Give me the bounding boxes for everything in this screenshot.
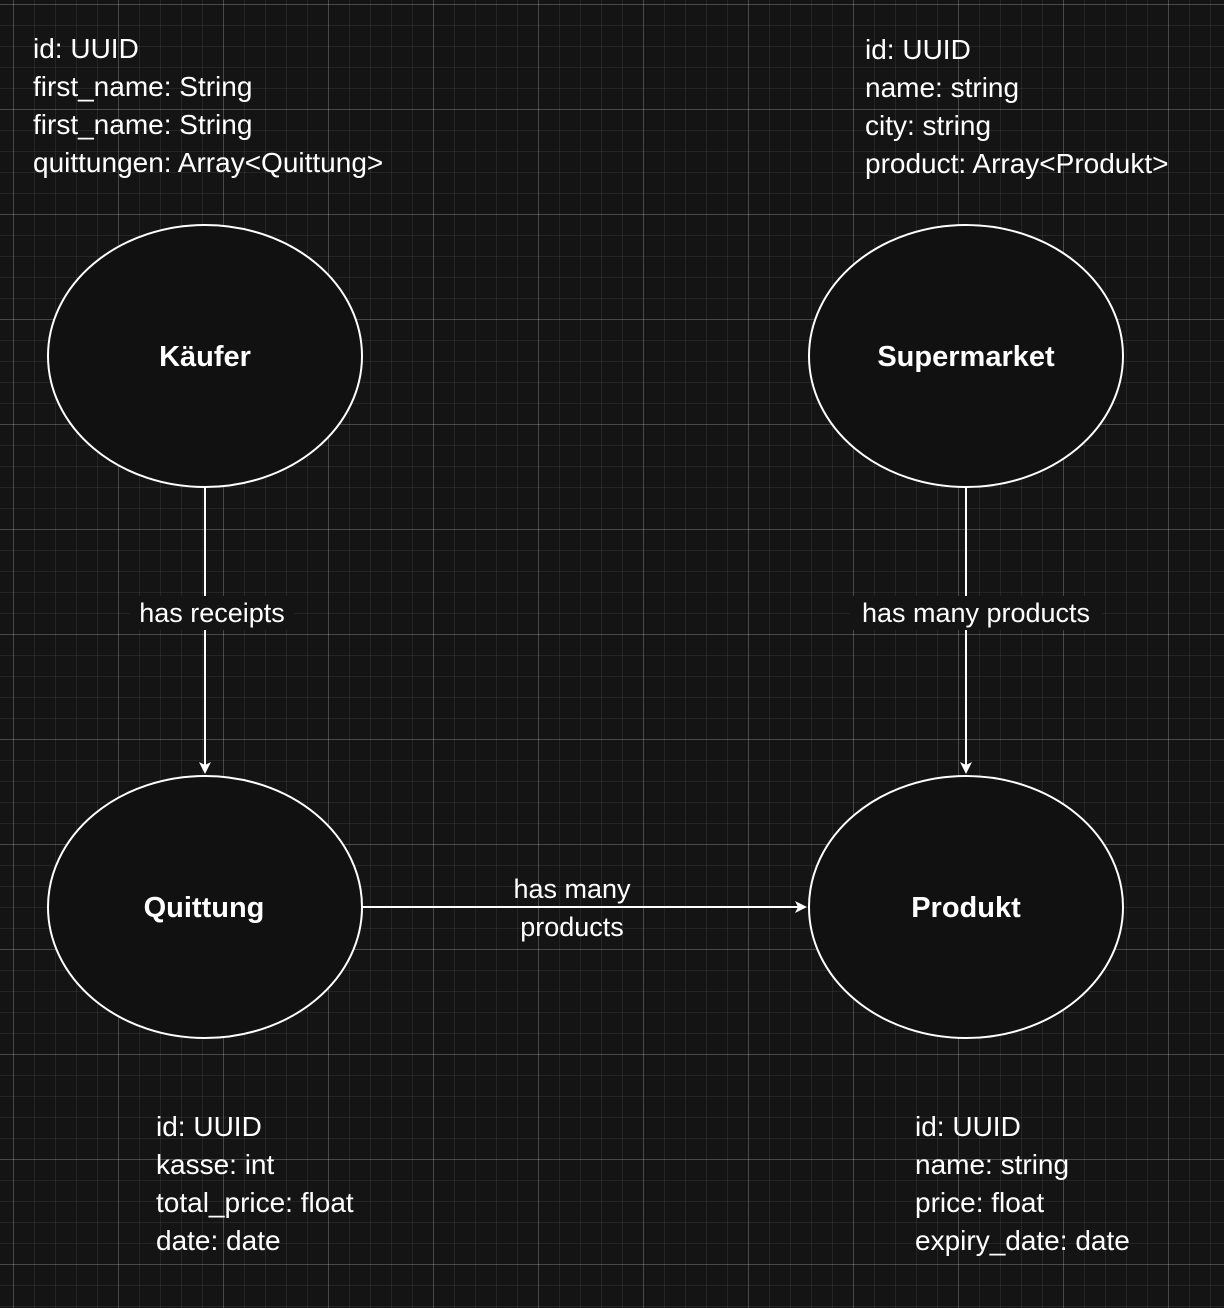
- node-label-supermarket: Supermarket: [877, 341, 1055, 373]
- node-quittung[interactable]: Quittung: [47, 775, 363, 1039]
- edge-label-has-many-products: has many products: [862, 598, 1090, 628]
- attribute-line: first_name: String: [33, 109, 253, 140]
- edge-label-products-line2: products: [520, 912, 624, 942]
- attribute-line: total_price: float: [156, 1187, 354, 1218]
- attribute-line: id: UUID: [915, 1111, 1021, 1142]
- attribute-line: first_name: String: [33, 71, 253, 102]
- edge-label-has-many-line1: has many: [513, 874, 631, 904]
- attribute-line: name: string: [915, 1149, 1070, 1180]
- attribute-line: id: UUID: [865, 34, 971, 65]
- node-ellipse: [808, 224, 1124, 488]
- node-ellipse: [47, 775, 363, 1039]
- edge-quittung-to-produkt[interactable]: has many products: [362, 874, 807, 942]
- edge-supermarket-to-produkt[interactable]: has many products: [850, 487, 1102, 774]
- attributes-kaeufer: id: UUID first_name: String first_name: …: [33, 30, 383, 182]
- attribute-line: quittungen: Array<Quittung>: [33, 147, 384, 178]
- node-produkt[interactable]: Produkt: [808, 775, 1124, 1039]
- node-label-kaeufer: Käufer: [159, 341, 251, 373]
- attribute-line: name: string: [865, 72, 1020, 103]
- attribute-line: expiry_date: date: [915, 1225, 1130, 1256]
- attributes-supermarket: id: UUID name: string city: string produ…: [865, 31, 1169, 183]
- attributes-quittung: id: UUID kasse: int total_price: float d…: [156, 1108, 354, 1260]
- attribute-line: id: UUID: [33, 33, 139, 64]
- edge-label-has-receipts: has receipts: [139, 598, 285, 628]
- node-label-quittung: Quittung: [144, 892, 265, 924]
- attribute-line: date: date: [156, 1225, 281, 1256]
- attribute-line: kasse: int: [156, 1149, 275, 1180]
- node-ellipse: [47, 224, 363, 488]
- node-supermarket[interactable]: Supermarket: [808, 224, 1124, 488]
- edge-label-background: [130, 596, 294, 630]
- attribute-line: city: string: [865, 110, 992, 141]
- node-kaeufer[interactable]: Käufer: [47, 224, 363, 488]
- attribute-line: product: Array<Produkt>: [865, 148, 1169, 179]
- attributes-produkt: id: UUID name: string price: float expir…: [915, 1108, 1130, 1260]
- attribute-line: price: float: [915, 1187, 1045, 1218]
- edge-kaeufer-to-quittung[interactable]: has receipts: [130, 487, 294, 774]
- attribute-line: id: UUID: [156, 1111, 262, 1142]
- node-label-produkt: Produkt: [911, 892, 1021, 924]
- edge-label-background: [850, 596, 1102, 630]
- node-ellipse: [808, 775, 1124, 1039]
